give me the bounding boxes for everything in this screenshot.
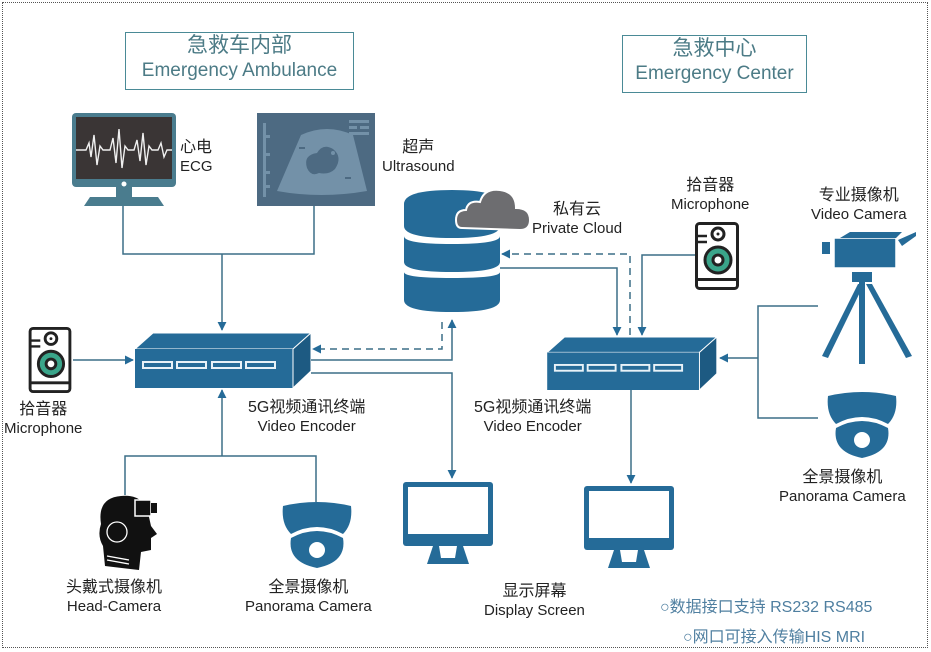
ecg-monitor-icon	[72, 113, 176, 206]
mic-left-label-cn: 拾音器	[19, 401, 68, 418]
ambulance-title-box: 急救车内部 Emergency Ambulance	[125, 32, 354, 90]
encoder-left-label: 5G视频通讯终端 Video Encoder	[248, 398, 365, 437]
encoder-icon	[545, 337, 718, 390]
mic-right-label: 拾音器 Microphone	[671, 176, 749, 215]
mic-left-label-en: Microphone	[4, 420, 83, 437]
line-left-encoder-to-display	[311, 372, 457, 479]
line-head-camera	[124, 455, 317, 502]
panorama-right-label-en: Panorama Camera	[779, 488, 906, 505]
video-camera-label: 专业摄像机 Video Camera	[811, 186, 907, 225]
ecg-label: 心电 ECG	[180, 138, 213, 177]
display-label-en: Display Screen	[484, 602, 585, 619]
panorama-left-label-en: Panorama Camera	[245, 598, 372, 615]
panorama-left-label-cn: 全景摄像机	[268, 579, 349, 596]
panorama-right-label: 全景摄像机 Panorama Camera	[779, 468, 906, 507]
center-title-cn: 急救中心	[672, 37, 757, 60]
encoder-right-label: 5G视频通讯终端 Video Encoder	[474, 398, 591, 437]
mic-left-label: 拾音器 Microphone	[4, 400, 82, 439]
speaker-icon	[695, 222, 739, 290]
ecg-label-cn: 心电	[180, 139, 213, 156]
head-camera-label-en: Head-Camera	[66, 598, 162, 615]
cloud-label-cn: 私有云	[553, 201, 602, 218]
dashed-cloud-to-left-encoder	[312, 322, 443, 354]
ambulance-title-cn: 急救车内部	[187, 34, 292, 57]
center-title-en: Emergency Center	[635, 63, 794, 85]
note-network-port: ○网口可接入传输HIS MRI	[683, 629, 866, 646]
mic-right-label-cn: 拾音器	[686, 177, 735, 194]
video-camera-label-en: Video Camera	[811, 206, 907, 223]
speaker-icon	[28, 327, 72, 393]
line-ecg-to-junction	[122, 205, 222, 255]
monitor-icon	[403, 482, 493, 564]
display-label-cn: 显示屏幕	[502, 583, 567, 600]
encoder-right-label-cn: 5G视频通讯终端	[474, 399, 592, 416]
line-cloud-to-right-encoder	[500, 267, 622, 336]
line-left-encoder-to-cloud	[311, 319, 457, 361]
ambulance-title-en: Emergency Ambulance	[141, 60, 338, 82]
center-title-box: 急救中心 Emergency Center	[622, 35, 807, 93]
line-right-mic-to-encoder	[637, 254, 695, 336]
encoder-icon	[135, 333, 311, 388]
note-data-interface: ○数据接口支持 RS232 RS485	[660, 599, 873, 616]
cloud-label-en: Private Cloud	[532, 220, 623, 237]
line-ultrasound-to-junction	[222, 205, 315, 255]
encoder-left-label-en: Video Encoder	[257, 418, 356, 435]
video-camera-label-cn: 专业摄像机	[818, 187, 899, 204]
ultrasound-icon	[257, 113, 375, 206]
database-cloud-icon	[404, 188, 532, 312]
tripod-camera-icon	[822, 232, 916, 364]
head-camera-label-cn: 头戴式摄像机	[66, 579, 163, 596]
dome-camera-icon	[827, 392, 897, 458]
cloud-label: 私有云 Private Cloud	[532, 200, 622, 239]
ultrasound-label-en: Ultrasound	[382, 158, 455, 175]
panorama-left-label: 全景摄像机 Panorama Camera	[245, 578, 372, 617]
encoder-left-label-cn: 5G视频通讯终端	[248, 399, 366, 416]
panorama-right-label-cn: 全景摄像机	[802, 469, 883, 486]
dashed-right-encoder-to-cloud	[501, 249, 631, 335]
ecg-label-en: ECG	[180, 158, 213, 175]
ultrasound-label: 超声 Ultrasound	[382, 138, 455, 177]
monitor-icon	[584, 486, 674, 568]
head-camera-icon	[99, 495, 157, 570]
ultrasound-label-cn: 超声	[402, 139, 435, 156]
line-right-cameras	[757, 305, 818, 419]
mic-right-label-en: Microphone	[671, 196, 750, 213]
display-label: 显示屏幕 Display Screen	[484, 582, 585, 621]
encoder-right-label-en: Video Encoder	[483, 418, 582, 435]
head-camera-label: 头戴式摄像机 Head-Camera	[66, 578, 162, 617]
dome-camera-icon	[282, 502, 352, 568]
